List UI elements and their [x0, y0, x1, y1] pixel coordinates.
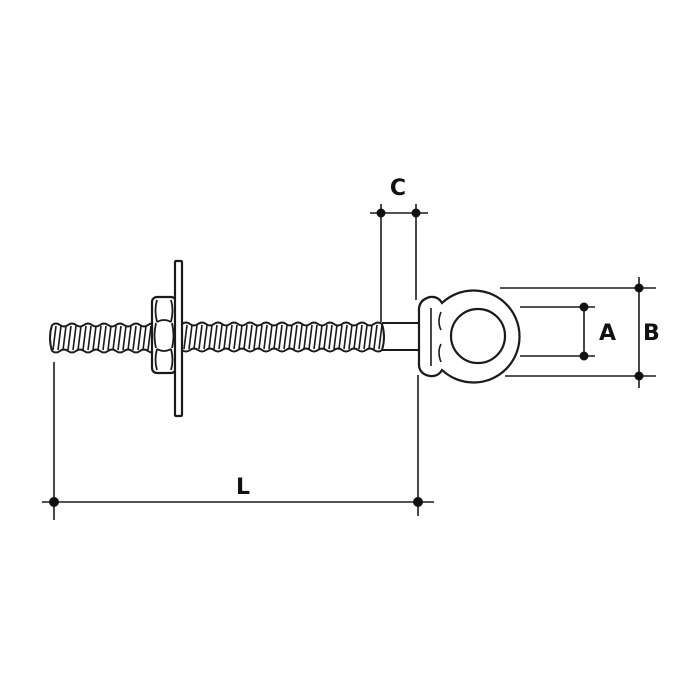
dimension-b: B	[500, 277, 660, 388]
dimension-label-a: A	[599, 321, 616, 346]
dimension-label-l: L	[236, 475, 250, 500]
dimension-c: C	[370, 176, 428, 322]
dimension-label-c: C	[390, 176, 406, 201]
dimension-l: L	[42, 362, 434, 520]
threaded-shank	[49, 321, 385, 354]
eye	[417, 289, 521, 384]
washer	[173, 259, 184, 418]
hex-nut	[150, 295, 178, 375]
neck	[382, 322, 420, 351]
dimension-a: A	[520, 302, 616, 361]
dimension-label-b: B	[643, 321, 660, 346]
